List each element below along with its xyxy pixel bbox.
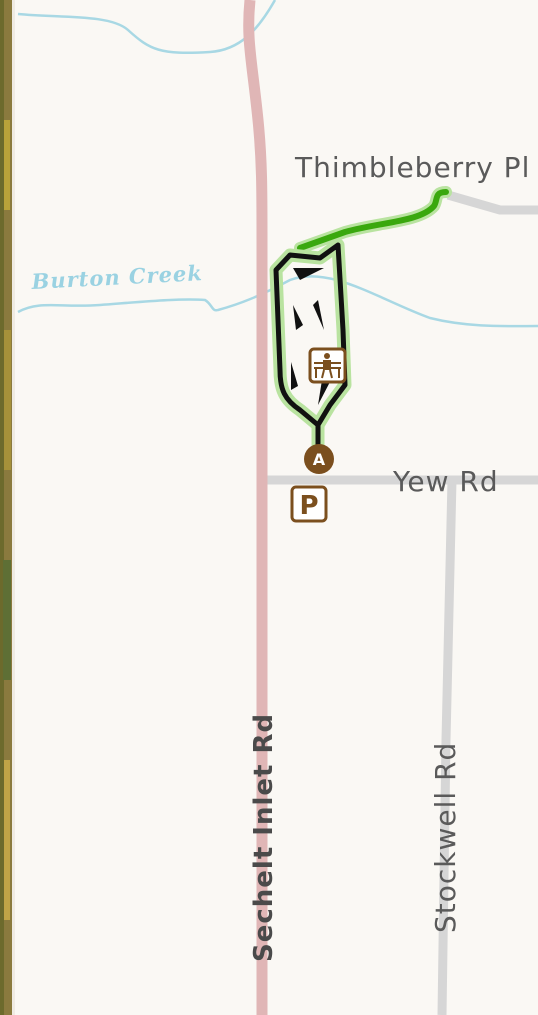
thimbleberry-pl-label: Thimbleberry Pl	[294, 151, 530, 184]
creek-top	[17, 0, 277, 55]
burton-creek-line	[17, 275, 538, 328]
thimbleberry-road	[446, 190, 538, 215]
trailhead-marker-icon[interactable]: A	[304, 444, 334, 474]
parking-letter: P	[299, 491, 318, 521]
bench-viewpoint-icon[interactable]	[308, 347, 347, 384]
burton-creek-label: Burton Creek	[30, 260, 203, 294]
roads	[243, 0, 538, 1015]
direction-arrow-icon	[293, 305, 303, 330]
direction-arrow-icon	[318, 378, 332, 405]
trail[interactable]	[269, 186, 452, 454]
stockwell-rd-label: Stockwell Rd	[429, 742, 462, 933]
direction-arrow-icon	[313, 300, 324, 330]
yew-rd-label: Yew Rd	[392, 465, 499, 498]
trailhead-letter: A	[313, 450, 326, 469]
trail-loop	[273, 242, 348, 450]
trail-access-route	[297, 189, 449, 251]
sechelt-inlet-rd-label: Sechelt Inlet Rd	[249, 713, 279, 962]
parking-icon[interactable]: P	[290, 485, 328, 523]
direction-arrow-icon	[291, 362, 298, 390]
stockwell-road	[437, 479, 457, 1015]
left-image-strip	[0, 0, 15, 1015]
direction-arrow-icon	[293, 268, 324, 280]
sechelt-inlet-highway	[243, 0, 268, 1015]
map-labels: Thimbleberry Pl Yew Rd Burton Creek Sech…	[30, 151, 530, 962]
